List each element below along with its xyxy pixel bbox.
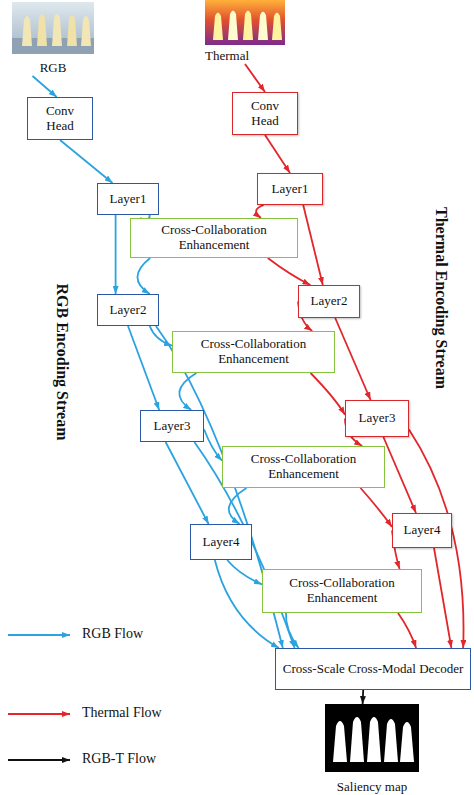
node-text: Cross-Collaboration Enhancement	[177, 337, 330, 367]
flow-arrow	[362, 690, 364, 704]
node-text: Cross-Collaboration Enhancement	[267, 576, 417, 606]
layer-box: Layer3	[345, 400, 409, 437]
node-text: Layer3	[154, 419, 191, 434]
flow-arrow	[227, 560, 262, 584]
flow-arrow	[398, 613, 416, 648]
thermal-input-image: Thermal	[205, 0, 285, 64]
legend-text: RGB-T Flow	[82, 751, 156, 767]
legend-text: Thermal Flow	[82, 705, 162, 721]
node-text: Cross-Collaboration Enhancement	[135, 223, 293, 253]
layer-box: Layer3	[140, 410, 204, 442]
node-text: Cross-Scale Cross-Modal Decoder	[283, 662, 464, 677]
legend-text: RGB Flow	[82, 626, 143, 642]
node-text: Thermal	[205, 49, 249, 64]
stream-label: Thermal Encoding Stream	[432, 207, 450, 389]
stream-label: RGB Encoding Stream	[53, 283, 71, 440]
node-text: Conv Head	[38, 104, 82, 134]
enhancement-box: Cross-Collaboration Enhancement	[262, 569, 422, 613]
flow-arrow	[115, 215, 117, 294]
node-text: Layer4	[404, 523, 441, 538]
flow-arrow	[335, 318, 370, 400]
conv-head-box: Conv Head	[27, 97, 93, 140]
flow-arrow	[286, 613, 299, 648]
layer-box: Layer1	[257, 173, 323, 205]
flow-arrow	[256, 205, 264, 218]
flow-arrow	[383, 437, 416, 513]
flow-arrow	[361, 488, 392, 527]
node-text: Layer1	[272, 182, 309, 197]
flow-arrow	[150, 326, 172, 346]
conv-head-box: Conv Head	[232, 92, 298, 135]
saliency-map-image	[325, 704, 419, 772]
enhancement-box: Cross-Collaboration Enhancement	[222, 446, 385, 488]
enhancement-box: Cross-Collaboration Enhancement	[130, 218, 298, 258]
flow-arrow	[268, 258, 311, 285]
node-text: Layer2	[110, 303, 147, 318]
node-text: Saliency map	[337, 780, 407, 795]
flow-arrow	[128, 326, 159, 410]
node-text: Layer1	[110, 192, 147, 207]
layer-box: Layer2	[97, 294, 159, 326]
flow-arrow	[204, 429, 222, 461]
node-text: RGB	[40, 61, 67, 76]
layer-box: Layer1	[97, 183, 159, 215]
flow-arrow	[245, 64, 265, 92]
flow-arrow	[265, 135, 290, 173]
thermal-photo	[205, 0, 285, 45]
decoder-box: Cross-Scale Cross-Modal Decoder	[275, 648, 471, 690]
node-text: Layer3	[359, 411, 396, 426]
flow-arrow	[33, 76, 57, 97]
enhancement-box: Cross-Collaboration Enhancement	[172, 331, 335, 373]
rgb-photo	[12, 2, 94, 54]
flow-arrow	[311, 373, 345, 415]
flow-arrow	[303, 205, 323, 285]
rgb-input-image: RGB	[12, 2, 94, 76]
flow-arrow	[434, 548, 451, 648]
node-text: Cross-Collaboration Enhancement	[227, 452, 380, 482]
flow-arrow	[137, 258, 150, 294]
node-text: Layer2	[311, 294, 348, 309]
layer-box: Layer4	[190, 524, 252, 560]
layer-box: Layer2	[298, 285, 360, 318]
flow-arrow	[229, 488, 247, 524]
saliency-map-output: Saliency map	[325, 704, 419, 795]
node-text: Conv Head	[243, 99, 287, 129]
node-text: Layer4	[203, 535, 240, 550]
flow-arrow	[60, 140, 113, 183]
layer-box: Layer4	[392, 513, 452, 548]
legend-samples	[8, 635, 70, 760]
